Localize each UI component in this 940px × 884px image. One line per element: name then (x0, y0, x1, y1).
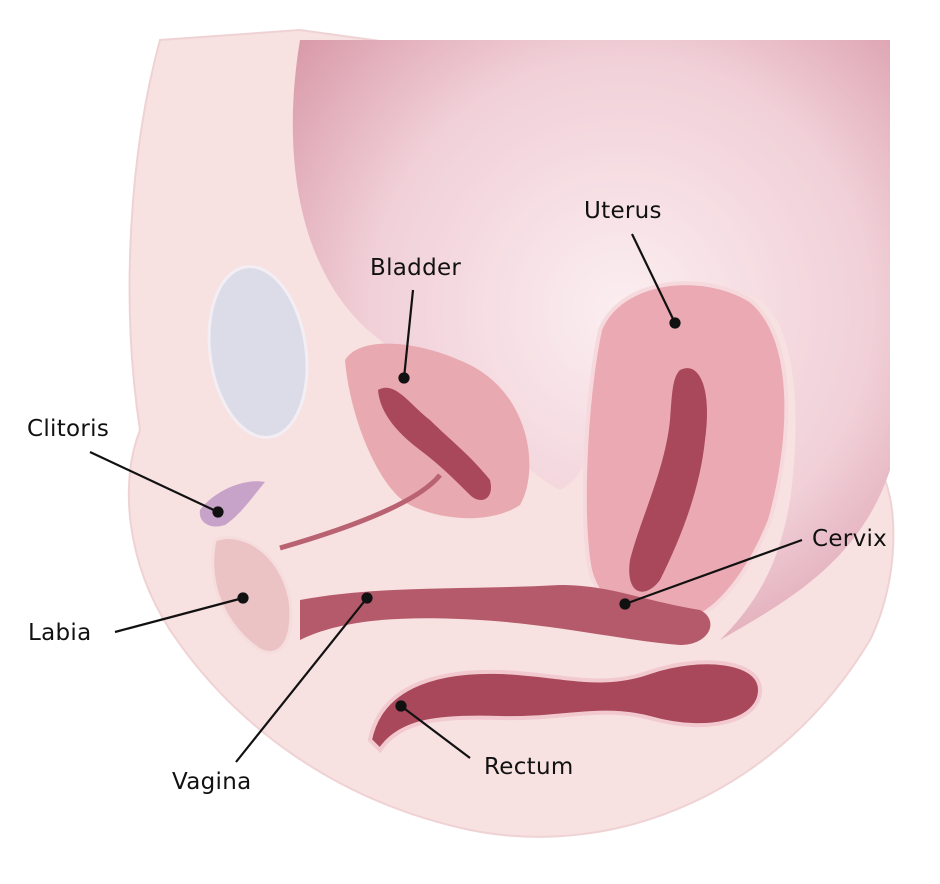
vaginal-canal (300, 585, 711, 645)
label-rectum: Rectum (484, 754, 574, 780)
label-clitoris: Clitoris (27, 416, 110, 442)
rectum (367, 660, 763, 754)
abdominal-cavity (292, 40, 891, 640)
leader-lines (89, 233, 803, 763)
label-uterus: Uterus (584, 198, 662, 224)
uterine-cavity (629, 368, 708, 592)
label-bladder: Bladder (370, 255, 462, 281)
pubic-bone (207, 265, 309, 439)
label-labia: Labia (28, 620, 92, 646)
bladder-lumen (378, 387, 491, 500)
label-vagina: Vagina (172, 769, 252, 795)
label-cervix: Cervix (812, 526, 888, 552)
urethra (279, 473, 442, 551)
